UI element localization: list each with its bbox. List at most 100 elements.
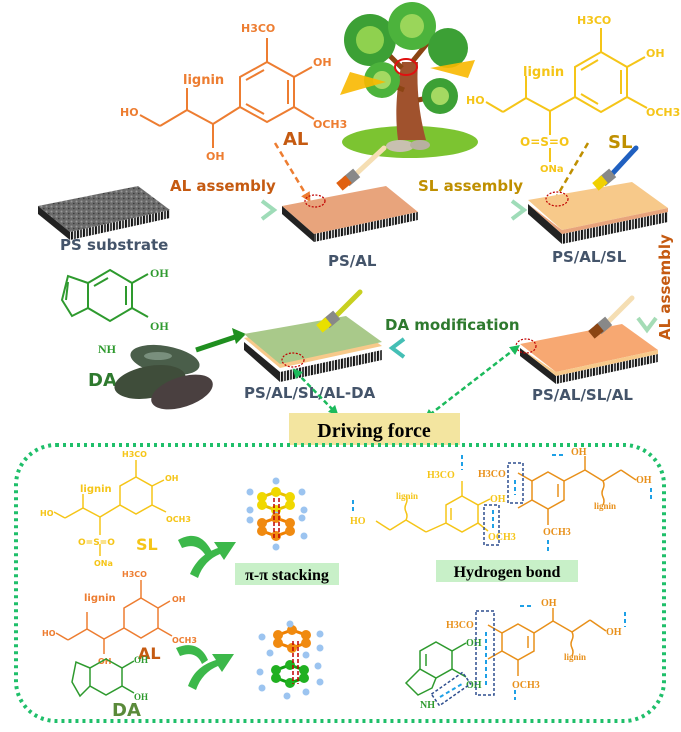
mussel-icon bbox=[114, 344, 213, 410]
panel-sl-label: SL bbox=[136, 535, 158, 554]
hbond-sl-ho: HO bbox=[350, 516, 366, 527]
driving-force-title: Driving force bbox=[317, 420, 431, 442]
arrow-mussel-to-substrate bbox=[195, 333, 239, 353]
hbond-highlight-box bbox=[483, 462, 524, 546]
arrow-sl-assembly-head bbox=[510, 199, 528, 221]
sl-h3co-label: H3CO bbox=[577, 14, 611, 27]
panel-sl-molecule bbox=[53, 460, 167, 556]
sl-oh-label: OH bbox=[646, 47, 665, 60]
hbond-markers bbox=[352, 454, 652, 552]
hbond-al2-oh: OH bbox=[541, 598, 557, 609]
driving-force-banner bbox=[289, 413, 460, 445]
paintbrush-icon bbox=[316, 289, 363, 333]
panel-al-ho: HO bbox=[42, 629, 56, 638]
hbond-label-bg bbox=[436, 560, 578, 582]
panel-al-h3co: H3CO bbox=[122, 570, 147, 579]
panel-sl-ona: ONa bbox=[94, 559, 113, 568]
ps-al-sl-al-da-substrate-image bbox=[244, 316, 382, 382]
al-label: AL bbox=[283, 129, 308, 150]
da-label: DA bbox=[88, 370, 117, 391]
al-oh-label: OH bbox=[313, 56, 332, 69]
arrow-al-assembly-vertical-head bbox=[636, 316, 658, 334]
al-oh-chain-label: OH bbox=[206, 150, 225, 163]
ps-al-sl-al-substrate-image bbox=[515, 324, 658, 384]
al-ho-label: HO bbox=[120, 106, 139, 119]
arrow-label-sl-assembly: SL assembly bbox=[418, 177, 523, 195]
hbond-al-oh-end: OH bbox=[636, 475, 652, 486]
arrow-mussel-head bbox=[232, 328, 246, 344]
pi-stacking-label-bg bbox=[235, 563, 339, 585]
panel-al-oh-chain: OH bbox=[98, 657, 112, 666]
driving-force-panel bbox=[14, 443, 666, 723]
hbond-highlight-box bbox=[430, 610, 495, 707]
hbond-al-lignin: lignin bbox=[594, 501, 616, 511]
dashed-arrow-al-to-driving-force bbox=[424, 344, 520, 420]
panel-sl-oh: OH bbox=[165, 474, 179, 483]
hbond-da-oh2: OH bbox=[466, 680, 482, 691]
arrow-label-al-assembly-vertical: AL assembly bbox=[656, 234, 674, 340]
hbond-al-oh: OH bbox=[571, 447, 587, 458]
al-lignin-label: lignin bbox=[183, 73, 224, 88]
tree-icon bbox=[340, 2, 478, 158]
da-oh2-label: OH bbox=[150, 319, 169, 333]
sl-ona-label: ONa bbox=[540, 164, 564, 175]
panel-sl-so2: O=S=O bbox=[78, 538, 115, 548]
pi-stacking-model-sl-al bbox=[246, 477, 308, 551]
step-label-ps-al-sl: PS/AL/SL bbox=[552, 248, 627, 266]
panel-al-label: AL bbox=[138, 644, 161, 663]
merge-arrow-icon bbox=[176, 645, 234, 690]
da-oh1-label: OH bbox=[150, 266, 169, 280]
panel-al-molecule bbox=[55, 580, 173, 654]
da-molecule bbox=[60, 268, 149, 323]
hbond-al2-lignin: lignin bbox=[564, 652, 586, 662]
merge-arrow-icon bbox=[178, 535, 236, 578]
hbond-al-h3co: H3CO bbox=[478, 469, 506, 480]
panel-al-oh: OH bbox=[172, 595, 186, 604]
panel-da-label: DA bbox=[112, 700, 141, 721]
panel-al-lignin: lignin bbox=[84, 593, 116, 604]
panel-sl-och3: OCH3 bbox=[166, 515, 191, 524]
sl-so2-label: O=S=O bbox=[520, 135, 569, 149]
sl-label: SL bbox=[608, 132, 632, 153]
arrow-label-al-assembly: AL assembly bbox=[170, 177, 276, 195]
hbond-al-da-structure bbox=[404, 608, 607, 696]
hbond-al2-oh-end: OH bbox=[606, 627, 622, 638]
hbond-sl-lignin: lignin bbox=[396, 491, 418, 501]
panel-sl-ho: HO bbox=[40, 509, 54, 518]
paintbrush-icon bbox=[588, 295, 635, 339]
al-h3co-label: H3CO bbox=[241, 22, 275, 35]
da-nh-label: NH bbox=[98, 342, 117, 356]
hbond-markers bbox=[439, 605, 626, 700]
ps-al-sl-substrate-image bbox=[528, 182, 668, 244]
pi-stacking-model-al-da bbox=[256, 620, 324, 700]
hbond-label: Hydrogen bond bbox=[454, 564, 561, 581]
arrow-da-modification-head bbox=[388, 337, 406, 359]
ps-substrate-image bbox=[38, 186, 170, 240]
sl-och3-label: OCH3 bbox=[646, 106, 680, 119]
hbond-sl-al-structure bbox=[375, 456, 637, 533]
dashed-arrow-da-to-driving-force bbox=[292, 368, 339, 416]
hbond-al2-och3: OCH3 bbox=[512, 680, 540, 691]
sl-deposit-arrow bbox=[555, 142, 590, 197]
hbond-sl-h3co: H3CO bbox=[427, 470, 455, 481]
hbond-al-och3: OCH3 bbox=[543, 527, 571, 538]
step-label-ps-al-sl-al: PS/AL/SL/AL bbox=[532, 386, 633, 404]
ps-al-substrate-image bbox=[282, 186, 418, 242]
hbond-da-nh: NH bbox=[420, 700, 435, 711]
al-och3-label: OCH3 bbox=[313, 118, 347, 131]
arrow-al-assembly-head bbox=[260, 199, 278, 221]
arrow-label-da-modification: DA modification bbox=[385, 316, 520, 334]
paintbrush-icon bbox=[592, 145, 639, 191]
sl-molecule bbox=[485, 28, 648, 162]
panel-sl-lignin: lignin bbox=[80, 484, 112, 495]
hbond-al2-h3co: H3CO bbox=[446, 620, 474, 631]
panel-da-oh2: OH bbox=[134, 692, 148, 702]
panel-da-molecule bbox=[71, 658, 135, 698]
al-deposit-arrow bbox=[273, 142, 311, 203]
hbond-da-oh1: OH bbox=[466, 638, 482, 649]
panel-sl-h3co: H3CO bbox=[122, 450, 147, 459]
step-label-ps-substrate: PS substrate bbox=[60, 236, 168, 254]
pi-stacking-label: π-π stacking bbox=[245, 567, 329, 584]
panel-da-oh1: OH bbox=[134, 655, 148, 665]
